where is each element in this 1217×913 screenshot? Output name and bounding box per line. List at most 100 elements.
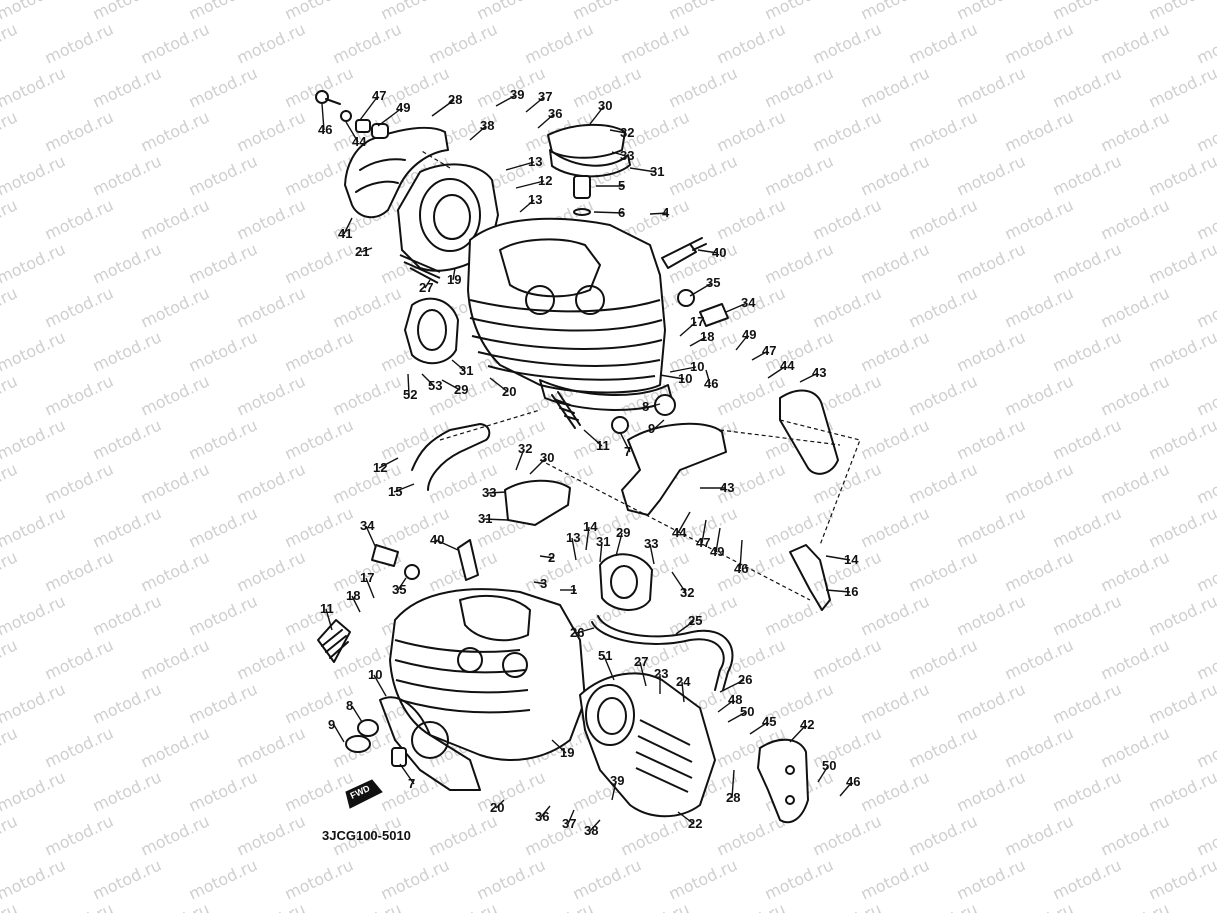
leader-line-35 — [397, 577, 407, 591]
callout-25: 25 — [688, 613, 702, 628]
leader-line-46 — [705, 369, 711, 385]
callout-12: 12 — [538, 173, 552, 188]
callout-43: 43 — [720, 480, 734, 495]
callout-46: 46 — [846, 774, 860, 789]
callout-19: 19 — [447, 272, 461, 287]
callout-23: 23 — [654, 666, 668, 681]
leader-line-29 — [615, 532, 623, 557]
callout-14: 14 — [844, 552, 859, 567]
callout-33: 33 — [620, 148, 634, 163]
leader-line-13 — [571, 537, 577, 561]
leader-line-28 — [431, 99, 455, 117]
leader-line-2 — [539, 555, 555, 559]
leader-line-46 — [321, 103, 325, 131]
leader-line-13 — [505, 161, 535, 171]
leader-line-40 — [435, 539, 459, 551]
callout-5: 5 — [618, 178, 625, 193]
callout-7: 7 — [624, 444, 631, 459]
callout-10: 10 — [368, 667, 382, 682]
leader-line-35 — [689, 282, 713, 297]
leader-line-51 — [603, 655, 615, 681]
leader-line-31 — [483, 518, 509, 521]
callout-53: 53 — [428, 378, 442, 393]
callout-32: 32 — [680, 585, 694, 600]
callout-17: 17 — [360, 570, 374, 585]
callout-14: 14 — [583, 519, 598, 534]
leader-line-6 — [593, 211, 625, 214]
callout-39: 39 — [610, 773, 624, 788]
callout-20: 20 — [502, 384, 516, 399]
leader-line-13 — [519, 199, 535, 213]
leader-line-17 — [365, 577, 375, 599]
callout-39: 39 — [510, 87, 524, 102]
callout-48: 48 — [728, 692, 742, 707]
callout-12: 12 — [373, 460, 387, 475]
leader-line-47 — [751, 350, 769, 361]
side-cover-29 — [404, 297, 459, 365]
callout-11: 11 — [596, 438, 610, 453]
callout-40: 40 — [430, 532, 444, 547]
callout-6: 6 — [618, 205, 625, 220]
rocker-cover-30-lower — [504, 479, 571, 526]
leader-line-31 — [629, 167, 657, 173]
leader-line-12 — [378, 457, 399, 469]
callout-13: 13 — [528, 192, 542, 207]
leader-line-46 — [839, 781, 853, 797]
leader-line-36 — [537, 113, 555, 129]
leader-line-12 — [515, 180, 545, 189]
callout-21: 21 — [355, 244, 369, 259]
callout-46: 46 — [734, 561, 748, 576]
cam-cover-41 — [344, 126, 449, 219]
callout-38: 38 — [584, 823, 598, 838]
callout-31: 31 — [459, 363, 473, 378]
leader-line-53 — [421, 373, 435, 387]
callout-15: 15 — [388, 484, 402, 499]
callout-10: 10 — [690, 359, 704, 374]
bracket-43 — [621, 422, 727, 516]
leader-line-37 — [525, 96, 545, 113]
rocker-cover-30 — [547, 123, 626, 159]
leader-line-39 — [611, 780, 617, 801]
callout-2: 2 — [548, 550, 555, 565]
end-cover-42 — [757, 738, 809, 824]
cam-housing-22 — [579, 672, 716, 818]
callout-31: 31 — [478, 511, 492, 526]
leader-line-32 — [671, 571, 687, 594]
leader-line-38 — [589, 819, 601, 832]
leader-line-22 — [677, 811, 695, 825]
leader-line-49 — [377, 107, 403, 127]
callout-17: 17 — [690, 314, 704, 329]
callout-37: 37 — [562, 816, 576, 831]
callout-38: 38 — [480, 118, 494, 133]
leader-line-37 — [567, 809, 575, 825]
leader-line-21 — [360, 247, 373, 253]
callout-50: 50 — [740, 704, 754, 719]
bracket-15 — [411, 423, 491, 491]
leader-line-15 — [393, 483, 415, 493]
leader-line-47 — [359, 95, 379, 121]
leader-line-18 — [351, 595, 361, 613]
callout-30: 30 — [540, 450, 554, 465]
leader-line-34 — [365, 525, 377, 549]
callout-41: 41 — [338, 226, 352, 241]
callout-34: 34 — [741, 295, 756, 310]
callout-19: 19 — [560, 745, 574, 760]
callout-31: 31 — [650, 164, 664, 179]
leader-line-48 — [717, 699, 735, 713]
callout-50: 50 — [822, 758, 836, 773]
callout-4: 4 — [662, 205, 670, 220]
leader-line-7 — [619, 431, 631, 453]
leader-line-32 — [515, 448, 525, 471]
leader-line-33 — [487, 491, 507, 494]
callout-13: 13 — [566, 530, 580, 545]
leader-line-34 — [725, 302, 748, 313]
leader-line-45 — [749, 721, 769, 735]
callout-51: 51 — [598, 648, 612, 663]
leader-line-46 — [739, 539, 743, 570]
callout-24: 24 — [676, 674, 691, 689]
callout-44: 44 — [672, 525, 687, 540]
bracket-16 — [789, 544, 831, 611]
leader-line-49 — [715, 527, 721, 553]
